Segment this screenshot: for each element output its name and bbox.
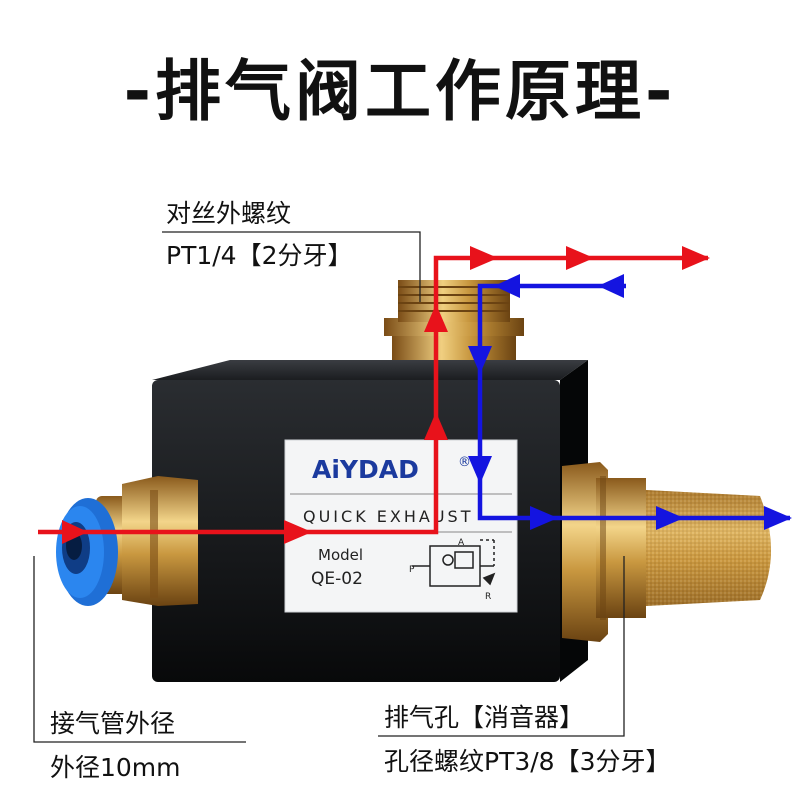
arrow-left-icon (598, 274, 624, 298)
arrow-right-icon (764, 506, 792, 530)
callout-lines (33, 231, 625, 743)
brand-logo: AiYDAD (312, 455, 419, 484)
right-callout-spec: 孔径螺纹PT3/8【3分牙】 (384, 747, 671, 776)
top-callout-line (162, 231, 421, 302)
arrow-down-icon (468, 456, 492, 484)
arrow-right-icon (530, 506, 558, 530)
left-push-fitting (56, 476, 198, 606)
arrow-right-icon (656, 506, 684, 530)
arrow-down-icon (468, 346, 492, 374)
port-p-label: P (409, 565, 415, 575)
left-callout-line (33, 556, 246, 743)
right-silencer (562, 462, 771, 642)
arrow-right-icon (470, 246, 498, 270)
arrow-left-icon (494, 274, 520, 298)
port-r-label: R (485, 592, 491, 602)
model-value: QE-02 (311, 569, 363, 589)
product-name: QUICK EXHAUST (303, 507, 473, 526)
port-a-label: A (458, 538, 465, 548)
valve-symbol-icon (412, 539, 496, 587)
blue-arrow-heads (468, 274, 792, 530)
arrow-right-icon (566, 246, 594, 270)
top-callout-title: 对丝外螺纹 (166, 199, 292, 228)
right-callout-title: 排气孔【消音器】 (384, 703, 585, 732)
red-arrow-heads (62, 246, 710, 544)
arrow-right-icon (682, 246, 710, 270)
arrow-up-icon (424, 304, 448, 332)
left-callout-title: 接气管外径 (50, 709, 176, 738)
left-callout-spec: 外径10mm (50, 753, 181, 782)
arrow-right-icon (62, 520, 88, 544)
model-label: Model (318, 546, 363, 564)
arrow-right-icon (284, 520, 312, 544)
arrow-up-icon (424, 412, 448, 440)
exhaust-flow-path (477, 283, 790, 521)
page-title: -排气阀工作原理- (123, 53, 677, 130)
registered-mark: ® (458, 455, 471, 470)
top-callout-spec: PT1/4【2分牙】 (166, 241, 353, 270)
right-callout-line (378, 556, 625, 737)
